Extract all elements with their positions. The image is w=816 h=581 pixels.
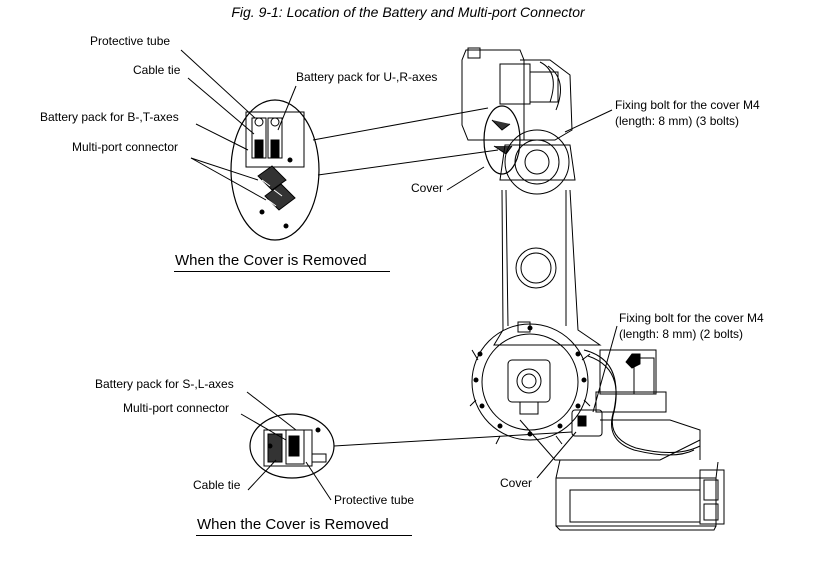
label-cover-lower: Cover (500, 476, 533, 490)
label-battery-ur: Battery pack for U-,R-axes (296, 70, 438, 84)
label-bolt-lower-line2: (length: 8 mm) (2 bolts) (619, 327, 744, 341)
label-multiport-upper: Multi-port connector (72, 140, 179, 154)
label-multiport-lower: Multi-port connector (123, 401, 230, 415)
upper-callout-leaders (446, 109, 613, 191)
robot-upper-arm (461, 47, 602, 346)
label-bolt-upper-line2: (length: 8 mm) (3 bolts) (615, 114, 740, 128)
label-cover-upper: Cover (411, 181, 444, 195)
label-bolt-lower-line1: Fixing bolt for the cover M4 (619, 311, 764, 325)
lower-callout-leaders (536, 325, 618, 479)
robot-base (469, 323, 725, 531)
lower-detail-view (249, 413, 335, 479)
lower-detail-leaders (240, 391, 573, 501)
label-protective-tube-lower: Protective tube (334, 493, 415, 507)
label-cable-tie-upper: Cable tie (133, 63, 181, 77)
upper-detail-view (230, 99, 320, 241)
caption-upper: When the Cover is Removed (175, 252, 367, 269)
label-battery-sl: Battery pack for S-,L-axes (95, 377, 234, 391)
label-cable-tie-lower: Cable tie (193, 478, 241, 492)
label-protective-tube-upper: Protective tube (90, 34, 171, 48)
caption-lower-underline (196, 535, 412, 536)
caption-lower: When the Cover is Removed (197, 516, 389, 533)
label-bolt-upper-line1: Fixing bolt for the cover M4 (615, 98, 760, 112)
caption-upper-underline (174, 271, 390, 272)
label-battery-bt: Battery pack for B-,T-axes (40, 110, 179, 124)
upper-detail-leaders (180, 49, 499, 201)
figure-title: Fig. 9-1: Location of the Battery and Mu… (231, 4, 585, 20)
